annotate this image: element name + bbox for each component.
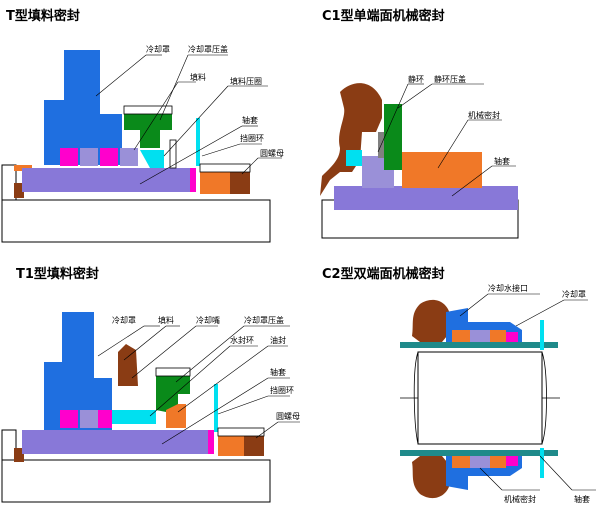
c1-cyan-seal [346,150,362,166]
t-label-retaining-ring: 挡圈环 [240,133,264,143]
t-base-housing [1,199,271,243]
c2-housing-top [412,299,452,342]
c2-mechanical-seal-bottom [452,456,470,468]
t-type-diagram: T型填料密封 [1,8,284,243]
c1-static-ring-gland [384,104,402,170]
t1-label-cooling-cover: 冷却罩 [112,315,136,325]
t1-retaining-ring [214,384,218,432]
t-label-packing: 填料 [190,72,206,82]
t-round-nut-orange [200,172,230,194]
t-label-cooling-cover-plate: 冷却罩压盖 [188,44,228,54]
t1-round-nut-orange [218,436,244,456]
t-packing-gland [140,150,164,168]
t-type-title: T型填料密封 [6,8,80,24]
c2-label-cooling-water-inlet: 冷却水接口 [488,283,528,293]
t-label-packing-gland: 填料压圈 [230,76,262,86]
t-retaining-ring [196,118,200,166]
t1-label-cooling-nozzle: 冷却嘴 [196,315,220,325]
t-shaft-sleeve [22,168,194,192]
c1-housing [320,83,382,196]
c1-label-mechanical-seal: 机械密封 [468,110,500,120]
c2-mechanical-seal-top [452,330,470,342]
t-packing-ring [80,148,98,166]
c1-label-static-ring-gland: 静环压盖 [434,74,466,84]
t-packing-ring [60,148,78,166]
t-label-shaft-sleeve: 轴套 [242,115,258,125]
t1-type-title: T1型填料密封 [16,266,99,282]
c2-label-cooling-cover: 冷却罩 [562,289,586,299]
c2-type-title: C2型双端面机械密封 [322,266,445,282]
t-packing-ring [120,148,138,166]
c2-sleeve-top [400,342,558,348]
t1-label-round-nut: 圆螺母 [276,411,300,421]
t-cooling-cover [44,50,122,165]
t-label-cooling-cover: 冷却罩 [146,44,170,54]
c1-label-shaft-sleeve: 轴套 [494,156,510,166]
t1-label-retaining-ring: 挡圈环 [270,385,294,395]
c1-type-diagram: C1型单端面机械密封 静环 静环压盖 机械密封 轴套 [320,8,519,239]
c1-mechanical-seal [402,152,482,188]
t-left-wall [1,164,17,201]
t1-packing-ring [98,410,112,428]
t1-cooling-nozzle [118,344,138,386]
c2-housing-bottom [412,456,452,499]
t1-packing-ring [60,410,78,428]
t-cooling-cover-plate [124,114,172,148]
c2-type-diagram: C2型双端面机械密封 [322,266,596,504]
c2-sleeve-bottom [400,450,558,456]
t-brown-block [14,183,24,198]
t1-packing-ring [80,410,98,428]
t1-round-nut-brown [244,436,264,456]
c1-type-title: C1型单端面机械密封 [322,8,445,24]
t-round-nut-brown [230,172,250,194]
c2-label-shaft-sleeve: 轴套 [574,494,590,504]
t-packing-ring [100,148,118,166]
t1-label-shaft-sleeve: 轴套 [270,367,286,377]
t-label-round-nut: 圆螺母 [260,148,284,158]
t1-label-packing: 填料 [158,315,174,325]
t1-label-water-seal-ring: 水封环 [230,335,254,345]
c1-shaft-sleeve [334,186,518,210]
t1-shaft-sleeve [22,430,208,454]
t1-water-seal-ring [112,410,134,424]
t1-label-cooling-cover-plate: 冷却罩压盖 [244,315,284,325]
t1-base-housing [1,459,271,503]
t1-cooling-cover [44,312,112,430]
t1-label-oil-seal: 油封 [270,335,286,345]
c2-label-mechanical-seal: 机械密封 [504,494,536,504]
c1-label-static-ring: 静环 [408,74,424,84]
t1-type-diagram: T1型填料密封 [1,266,300,503]
c2-shaft [417,351,543,445]
